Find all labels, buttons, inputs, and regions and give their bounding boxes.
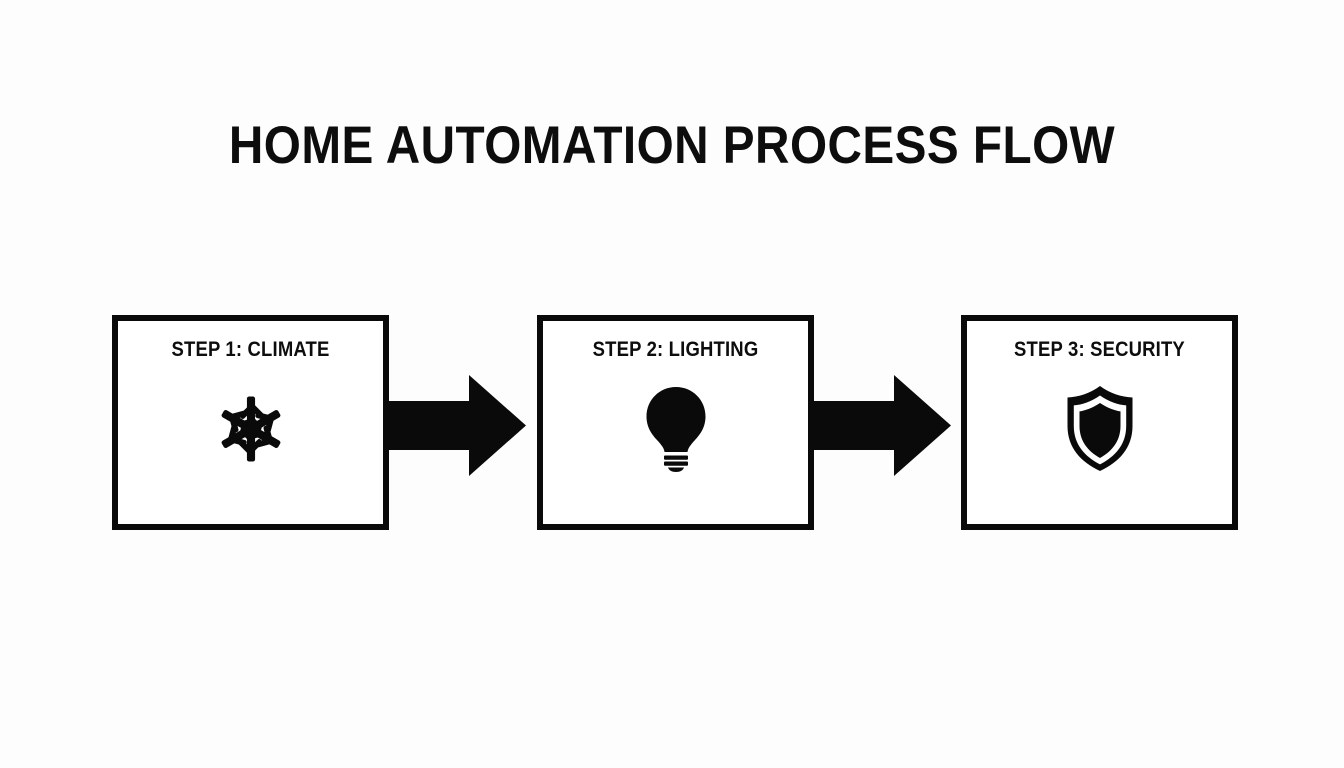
lightbulb-icon	[543, 376, 808, 481]
arrow-right-icon	[811, 375, 951, 476]
step-card-climate[interactable]: STEP 1: CLIMATE	[112, 315, 389, 530]
step-card-security[interactable]: STEP 3: SECURITY	[961, 315, 1238, 530]
process-flow-row: STEP 1: CLIMATE	[0, 315, 1344, 530]
snowflake-icon	[118, 376, 383, 481]
step-card-label: STEP 1: CLIMATE	[171, 338, 330, 361]
step-card-lighting[interactable]: STEP 2: LIGHTING	[537, 315, 814, 530]
page-title: HOME AUTOMATION PROCESS FLOW	[228, 116, 1116, 175]
shield-icon	[967, 376, 1232, 481]
arrow-right-icon	[386, 375, 526, 476]
step-card-label: STEP 3: SECURITY	[1014, 338, 1185, 361]
step-card-label: STEP 2: LIGHTING	[592, 338, 759, 361]
